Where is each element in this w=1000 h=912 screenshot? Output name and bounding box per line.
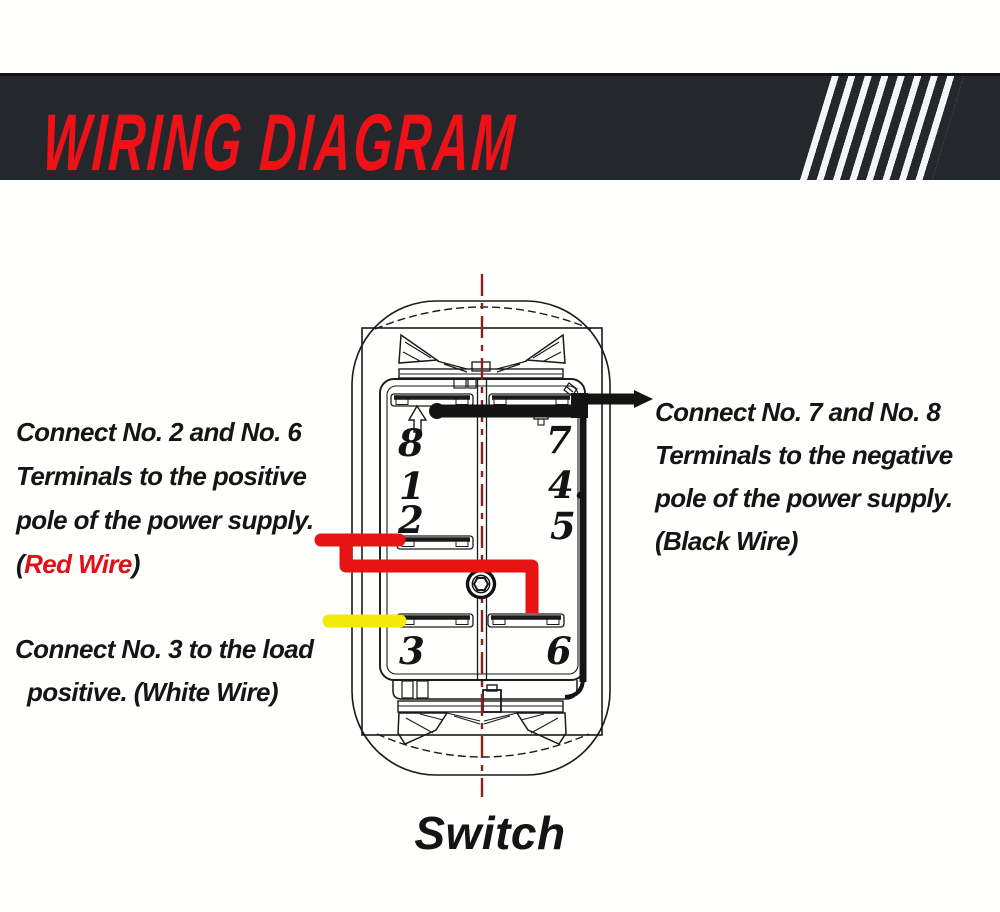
red-wire-to-terminal-6 <box>339 542 539 613</box>
top-center-tab <box>453 378 467 389</box>
note-line: Terminals to the positive <box>16 461 307 491</box>
terminal-slot-8 <box>390 393 474 407</box>
terminal-label-3: 3 <box>399 629 425 673</box>
terminal-slot-3 <box>396 613 474 628</box>
center-screw <box>465 568 497 600</box>
note-negative-pole: Connect No. 7 and No. 8 Terminals to the… <box>655 391 953 563</box>
switch-caption: Switch <box>414 807 566 859</box>
black-wire <box>429 390 653 699</box>
terminal-label-7: 7 <box>546 418 572 462</box>
terminal-slot-7 <box>488 393 574 407</box>
up-arrow-tab <box>407 404 428 433</box>
top-mounting-wings <box>398 333 566 373</box>
terminal-numbers: 8 1 2 3 7 4. 5 6 <box>397 418 587 673</box>
header-bar: WIRING DIAGRAM <box>0 73 1000 187</box>
note-line-red-wire: (Red Wire) <box>16 542 314 586</box>
paren-open: ( <box>16 549 25 579</box>
note-line: Connect No. 3 to the load <box>15 634 314 664</box>
note-line: pole of the power supply. <box>655 483 953 513</box>
note-line: Terminals to the negative <box>655 440 953 470</box>
note-positive-pole: Connect No. 2 and No. 6 Terminals to the… <box>16 410 314 586</box>
terminal-label-1: 1 <box>399 464 425 508</box>
red-wires <box>314 533 539 613</box>
terminal-label-5: 5 <box>550 504 576 548</box>
terminal-label-6: 6 <box>546 629 572 673</box>
note-line: Connect No. 2 and No. 6 <box>16 417 302 447</box>
terminal-label-4: 4. <box>548 463 587 507</box>
terminal-slot-6 <box>487 613 565 628</box>
lower-housing <box>392 680 578 713</box>
note-line: pole of the power supply. <box>16 505 314 535</box>
note-line: (Black Wire) <box>655 526 798 556</box>
bottom-mounting-wings <box>397 712 567 745</box>
note-load-positive: Connect No. 3 to the load positive. (Whi… <box>15 628 314 714</box>
terminal-label-2: 2 <box>397 498 424 542</box>
note-line: Connect No. 7 and No. 8 <box>655 397 941 427</box>
center-divider <box>476 380 488 679</box>
red-wire-label: Red Wire <box>24 549 132 579</box>
black-wire-arrowhead <box>634 390 653 408</box>
terminal-label-8: 8 <box>397 421 424 465</box>
paren-close: ) <box>131 549 141 579</box>
note-line: positive. (White Wire) <box>27 677 279 707</box>
top-center-tab-2 <box>467 378 477 389</box>
